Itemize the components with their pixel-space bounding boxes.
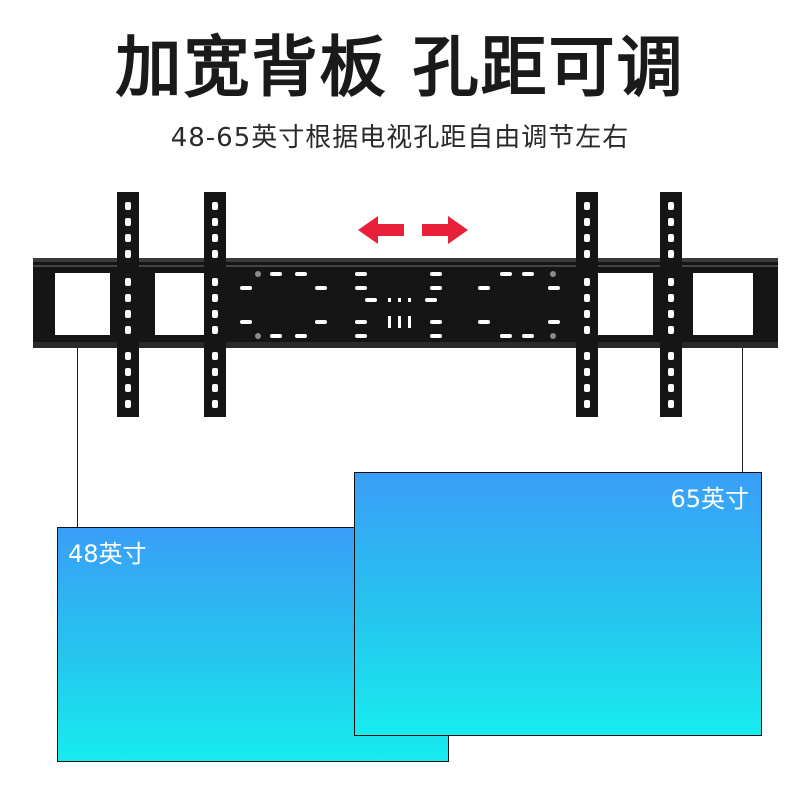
plate-cutout [693, 273, 753, 335]
plate-cutout [155, 273, 210, 335]
wall-mount-bracket [33, 192, 778, 417]
screws [255, 271, 556, 339]
vertical-arm [204, 192, 226, 417]
screen-size-label-48: 48英寸 [68, 540, 147, 568]
vertical-arms [117, 192, 682, 417]
vertical-arm [576, 192, 598, 417]
plate-cutout [598, 273, 653, 335]
left-right-arrows-icon [358, 216, 468, 244]
vertical-arm [660, 192, 682, 417]
back-plate [33, 258, 778, 348]
subtitle: 48-65英寸根据电视孔距自由调节左右 [170, 123, 630, 153]
guide-line-48 [77, 348, 78, 528]
center-mount-holes [240, 272, 560, 338]
tv-screen-65-inch: 65英寸 [354, 472, 762, 736]
headline: 加宽背板 孔距可调 [115, 29, 685, 106]
guide-line-65 [742, 348, 743, 473]
screen-size-label-65: 65英寸 [670, 485, 749, 513]
vertical-arm [117, 192, 139, 417]
plate-cutout [55, 273, 110, 335]
